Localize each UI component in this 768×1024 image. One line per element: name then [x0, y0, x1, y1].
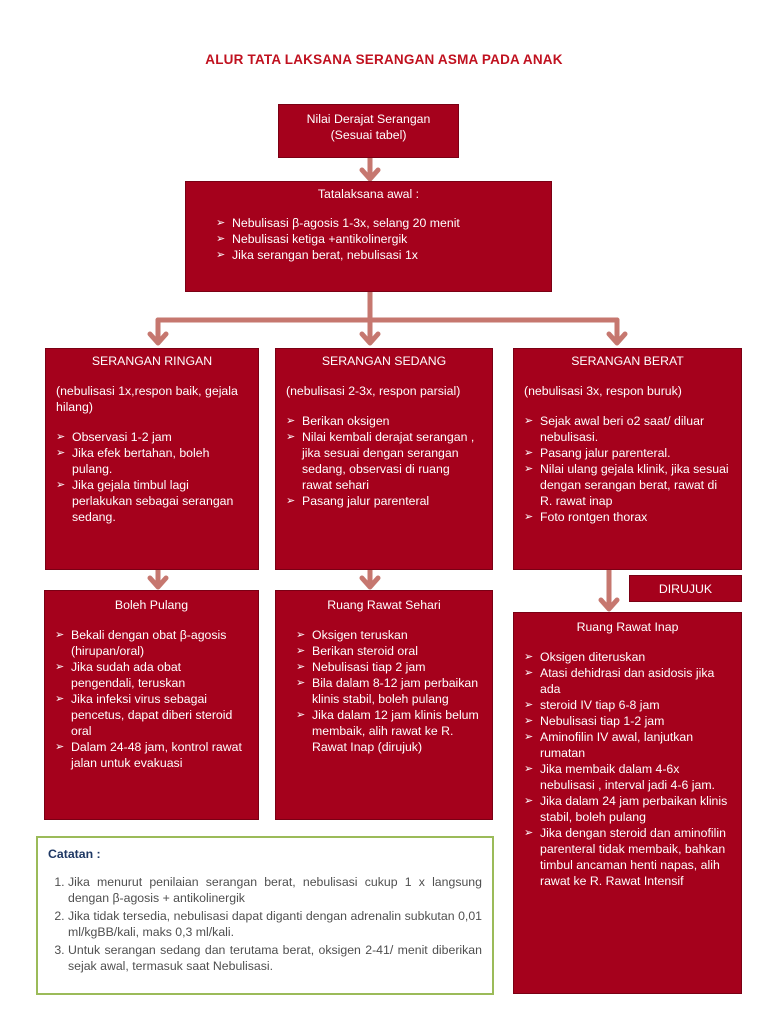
- severe-attack-box: SERANGAN BERAT (nebulisasi 3x, respon bu…: [513, 348, 742, 570]
- list-item: Jika dalam 24 jam perbaikan klinis stabi…: [524, 793, 731, 825]
- mild-attack-title: SERANGAN RINGAN: [91, 354, 213, 368]
- discharge-title: Boleh Pulang: [114, 598, 189, 612]
- moderate-attack-subtitle: (nebulisasi 2-3x, respon parsial): [286, 384, 461, 398]
- list-item: Oksigen teruskan: [296, 627, 482, 643]
- day-care-box: Ruang Rawat Sehari Oksigen teruskan Beri…: [275, 590, 493, 820]
- list-item: Jika efek bertahan, boleh pulang.: [56, 445, 248, 477]
- mild-attack-box: SERANGAN RINGAN (nebulisasi 1x,respon ba…: [45, 348, 259, 570]
- note-item: Jika menurut penilaian serangan berat, n…: [68, 874, 482, 906]
- list-item: Sejak awal beri o2 saat/ diluar nebulisa…: [524, 413, 731, 445]
- notes-panel: Catatan : Jika menurut penilaian seranga…: [36, 836, 494, 995]
- list-item: Nebulisasi tiap 2 jam: [296, 659, 482, 675]
- list-item: Jika serangan berat, nebulisasi 1x: [216, 247, 541, 263]
- note-item: Untuk serangan sedang dan terutama berat…: [68, 942, 482, 974]
- list-item: steroid IV tiap 6-8 jam: [524, 697, 731, 713]
- list-item: Aminofilin IV awal, lanjutkan rumatan: [524, 729, 731, 761]
- start-box: Nilai Derajat Serangan (Sesuai tabel): [278, 104, 459, 158]
- list-item: Nilai ulang gejala klinik, jika sesuai d…: [524, 461, 731, 509]
- severe-attack-title: SERANGAN BERAT: [571, 354, 684, 368]
- day-care-title: Ruang Rawat Sehari: [327, 598, 441, 612]
- list-item: Pasang jalur parenteral: [286, 493, 482, 509]
- list-item: Bila dalam 8-12 jam perbaikan klinis sta…: [296, 675, 482, 707]
- list-item: Nebulisasi tiap 1-2 jam: [524, 713, 731, 729]
- moderate-attack-title: SERANGAN SEDANG: [321, 354, 447, 368]
- list-item: Jika dengan steroid dan aminofilin paren…: [524, 825, 731, 889]
- start-line-2: (Sesuai tabel): [330, 128, 407, 142]
- list-item: Berikan steroid oral: [296, 643, 482, 659]
- list-item: Jika gejala timbul lagi perlakukan sebag…: [56, 477, 248, 525]
- list-item: Jika sudah ada obat pengendali, teruskan: [55, 659, 248, 691]
- start-line-1: Nilai Derajat Serangan: [306, 112, 431, 126]
- list-item: Jika membaik dalam 4-6x nebulisasi , int…: [524, 761, 731, 793]
- mild-attack-subtitle: (nebulisasi 1x,respon baik, gejala hilan…: [56, 384, 238, 414]
- list-item: Atasi dehidrasi dan asidosis jika ada: [524, 665, 731, 697]
- initial-treatment-list: Nebulisasi β-agosis 1-3x, selang 20 meni…: [216, 215, 541, 263]
- severe-attack-list: Sejak awal beri o2 saat/ diluar nebulisa…: [524, 413, 731, 525]
- initial-treatment-title: Tatalaksana awal :: [317, 187, 420, 201]
- notes-title: Catatan :: [48, 847, 101, 861]
- list-item: Bekali dengan obat β-agosis (hirupan/ora…: [55, 627, 248, 659]
- list-item: Nebulisasi ketiga +antikolinergik: [216, 231, 541, 247]
- list-item: Jika infeksi virus sebagai pencetus, dap…: [55, 691, 248, 739]
- notes-list: Jika menurut penilaian serangan berat, n…: [48, 874, 482, 974]
- list-item: Berikan oksigen: [286, 413, 482, 429]
- discharge-box: Boleh Pulang Bekali dengan obat β-agosis…: [44, 590, 259, 820]
- list-item: Foto rontgen thorax: [524, 509, 731, 525]
- mild-attack-list: Observasi 1-2 jam Jika efek bertahan, bo…: [56, 429, 248, 525]
- inpatient-box: Ruang Rawat Inap Oksigen diteruskan Atas…: [513, 612, 742, 994]
- moderate-attack-box: SERANGAN SEDANG (nebulisasi 2-3x, respon…: [275, 348, 493, 570]
- day-care-list: Oksigen teruskan Berikan steroid oral Ne…: [296, 627, 482, 755]
- referred-badge: DIRUJUK: [629, 575, 742, 602]
- inpatient-title: Ruang Rawat Inap: [576, 620, 679, 634]
- list-item: Nebulisasi β-agosis 1-3x, selang 20 meni…: [216, 215, 541, 231]
- list-item: Dalam 24-48 jam, kontrol rawat jalan unt…: [55, 739, 248, 771]
- list-item: Pasang jalur parenteral.: [524, 445, 731, 461]
- moderate-attack-list: Berikan oksigen Nilai kembali derajat se…: [286, 413, 482, 509]
- initial-treatment-box: Tatalaksana awal : Nebulisasi β-agosis 1…: [185, 181, 552, 292]
- note-item: Jika tidak tersedia, nebulisasi dapat di…: [68, 908, 482, 940]
- list-item: Oksigen diteruskan: [524, 649, 731, 665]
- list-item: Nilai kembali derajat serangan , jika se…: [286, 429, 482, 493]
- inpatient-list: Oksigen diteruskan Atasi dehidrasi dan a…: [524, 649, 731, 889]
- severe-attack-subtitle: (nebulisasi 3x, respon buruk): [524, 384, 682, 398]
- discharge-list: Bekali dengan obat β-agosis (hirupan/ora…: [55, 627, 248, 771]
- list-item: Jika dalam 12 jam klinis belum membaik, …: [296, 707, 482, 755]
- page-title: ALUR TATA LAKSANA SERANGAN ASMA PADA ANA…: [205, 52, 563, 67]
- list-item: Observasi 1-2 jam: [56, 429, 248, 445]
